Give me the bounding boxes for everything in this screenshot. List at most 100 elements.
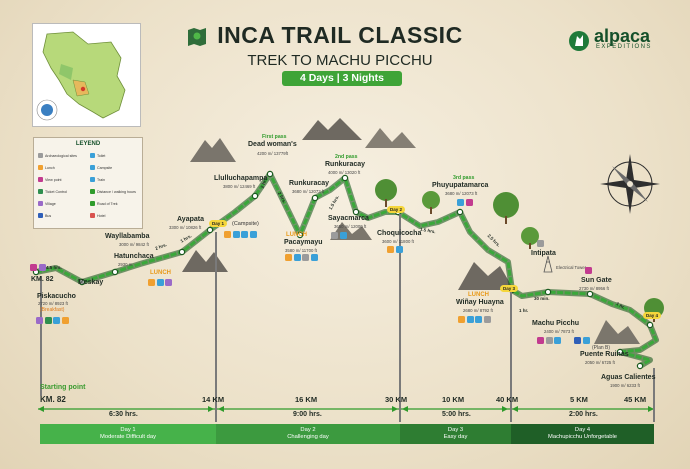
place-meskay: Meskay xyxy=(78,279,104,286)
note-campsite: (Campsite) xyxy=(232,221,259,227)
alt-puente-ruinas: 2050 m/ 6725 ft xyxy=(585,360,615,365)
legend-item: View point xyxy=(38,177,90,182)
legend-item: Ticket Control xyxy=(38,189,90,194)
electrical-tower-icon xyxy=(543,255,553,273)
legend-item: Bus xyxy=(38,213,90,218)
page-subtitle: TREK TO MACHU PICCHU xyxy=(247,52,433,69)
alt-llulluchapampa: 3800 m/ 12469 ft xyxy=(223,184,256,189)
alt-sun-gate: 2730 m/ 8956 ft xyxy=(579,286,609,291)
legend-swatch-icon xyxy=(38,213,43,218)
segment-time: 6:30 hrs. xyxy=(109,411,138,418)
icons-intipata xyxy=(537,240,544,247)
legend-item: Campsite xyxy=(90,165,142,170)
second-pass-label: 2nd pass xyxy=(335,154,358,160)
km-segment-distance: 16 KM xyxy=(295,395,318,404)
legend-title: LEYEND xyxy=(75,141,101,147)
brand-name: alpaca xyxy=(594,26,651,46)
legend-item: Toilet xyxy=(90,153,142,158)
legend-swatch-icon xyxy=(90,201,95,206)
legend-item-label: Village xyxy=(45,201,56,206)
alt-dead-womans: 4200 m/ 13779ft xyxy=(257,151,289,156)
legend-item-label: Hotel xyxy=(97,213,106,218)
km-divider-line xyxy=(510,292,512,422)
place-choquicocha: Choquicocha xyxy=(377,230,422,237)
legend-item-label: Ticket Control xyxy=(45,189,68,194)
note-breakfast: (Breakfast) xyxy=(40,307,65,313)
legend-item-label: Lunch xyxy=(45,165,55,170)
place-hatunchaca: Hatunchaca xyxy=(114,253,154,260)
stop-nodes xyxy=(32,170,654,370)
place-wayllabamba: Wayllabamba xyxy=(105,233,150,240)
walk-time: 4.5 hrs. xyxy=(46,265,62,270)
km-divider-line xyxy=(40,276,42,396)
place-puente-ruinas: Puente Ruinas xyxy=(580,351,629,358)
legend-item: Road of Trek xyxy=(90,201,142,206)
km-marker: 40 KM xyxy=(496,395,519,404)
legend-swatch-icon xyxy=(38,177,43,182)
legend-swatch-icon xyxy=(90,189,95,194)
legend-item-label: Toilet xyxy=(97,153,106,158)
cusco-marker xyxy=(80,86,86,92)
icons-pacaymayu xyxy=(285,254,318,261)
alt-runkuracay: 3680 m/ 12073 ft xyxy=(292,189,325,194)
day3-box: Day 3 Easy day xyxy=(400,424,511,444)
km-marker: 14 KM xyxy=(202,395,225,404)
day1-box: Day 1 Moderate Difficult day xyxy=(40,424,216,444)
place-intipata: Intipata xyxy=(531,250,556,257)
icons-choquicocha xyxy=(387,246,403,253)
place-piskacucho: Piskacucho xyxy=(37,293,76,300)
legend-swatch-icon xyxy=(38,201,43,206)
legend-item-label: Distance / walking hours xyxy=(97,189,136,194)
icons-piskacucho xyxy=(36,317,69,324)
place-winay-huayna: Wiñay Huayna xyxy=(456,299,504,306)
day3-title: Day 3 xyxy=(447,427,464,433)
legend-item: Train xyxy=(90,177,142,182)
alpaca-logo-icon xyxy=(569,31,589,51)
distance-bar xyxy=(38,406,654,412)
legend-item: Hotel xyxy=(90,213,142,218)
icons-ayapata xyxy=(224,231,257,238)
legend-item: Lunch xyxy=(38,165,90,170)
alt-aguas-calientes: 1900 m/ 6233 ft xyxy=(610,383,640,388)
km-start-label: KM. 82 xyxy=(40,395,66,404)
lunch-label-day3: LUNCH xyxy=(468,292,489,298)
tree-illustrations xyxy=(375,179,664,322)
icons-phuyupatamarca xyxy=(457,199,473,206)
legend-swatch-icon xyxy=(90,153,95,158)
km-divider-line xyxy=(399,214,401,422)
icons-km82 xyxy=(30,264,46,271)
place-ayapata: Ayapata xyxy=(177,216,204,223)
electrical-tower-label: Electrical Tower xyxy=(556,265,587,270)
place-phuyupatamarca: Phuyupatamarca xyxy=(432,182,489,189)
day2-badge: Day 2 xyxy=(387,206,406,213)
first-pass-label: First pass xyxy=(262,134,287,140)
day4-box: Day 4 Machupicchu Unforgetable xyxy=(511,424,654,444)
legend-item-label: Road of Trek xyxy=(97,201,118,206)
alt-piskacucho: 2720 m/ 8923 ft xyxy=(38,301,68,306)
alt-runkuracay-pass: 4000 m/ 13020 ft xyxy=(328,170,361,175)
brand-tagline: EXPEDITIONS xyxy=(596,44,652,50)
icons-winay-huayna xyxy=(458,316,491,323)
legend-item: Distance / walking hours xyxy=(90,189,142,194)
note-plan-b: (Plan B) xyxy=(592,345,611,351)
third-pass-label: 3rd pass xyxy=(453,175,475,181)
alt-ayapata: 3300 m/ 10826 ft xyxy=(169,225,202,230)
lunch-label-day2: LUNCH xyxy=(286,232,307,238)
icons-sayacmarca xyxy=(331,232,347,239)
day1-title: Day 1 xyxy=(120,427,136,433)
icons-aguas-calientes xyxy=(574,337,590,344)
place-llulluchapampa: Llulluchapampa xyxy=(214,175,268,182)
day3-badge: Day 3 xyxy=(500,285,519,292)
day3-desc: Easy day xyxy=(443,434,468,440)
alt-choquicocha: 3600 m/ 11800 ft xyxy=(382,239,414,244)
map-book-icon xyxy=(188,28,206,46)
place-km82: KM. 82 xyxy=(31,276,54,283)
legend-item-label: Campsite xyxy=(97,165,113,170)
km-divider-line xyxy=(215,232,217,422)
legend-swatch-icon xyxy=(90,213,95,218)
place-machu-picchu: Machu Picchu xyxy=(532,320,580,327)
place-sun-gate: Sun Gate xyxy=(581,277,612,284)
alt-machu-picchu: 2400 m/ 7873 ft xyxy=(544,329,574,334)
